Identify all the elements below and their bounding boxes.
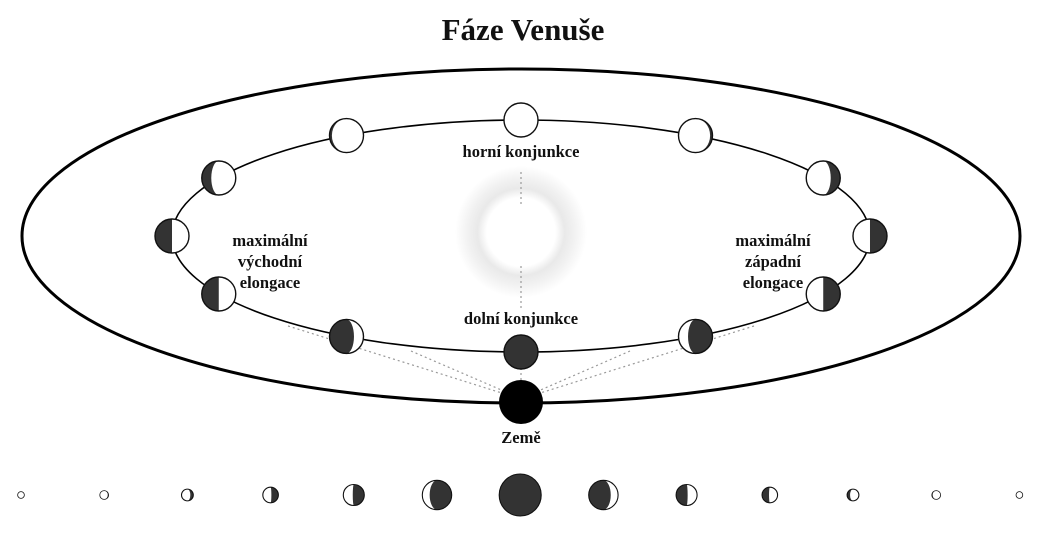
venus-orbit-2	[677, 117, 714, 154]
apparent-phase-8	[588, 479, 619, 511]
apparent-phase-12	[931, 490, 942, 500]
apparent-phase-5	[342, 483, 365, 507]
venus-east-elongation	[201, 276, 237, 312]
apparent-phases-row	[17, 473, 1024, 517]
sight-lines	[287, 172, 755, 395]
label-east-elongation-line-2: východní	[238, 252, 303, 271]
sight-line-west-elongation	[536, 325, 755, 395]
venus-lower-conjunction	[503, 334, 539, 370]
venus-orbit-10	[154, 218, 190, 254]
apparent-phase-9	[675, 483, 698, 507]
diagram-title: Fáze Venuše	[442, 12, 605, 47]
earth	[499, 380, 543, 424]
sight-line-orbit-8	[410, 350, 507, 393]
label-west-elongation-line-2: západní	[745, 252, 801, 271]
apparent-phase-1	[17, 491, 25, 499]
apparent-phase-2	[99, 490, 110, 500]
venus-orbit-4	[852, 218, 888, 254]
label-east-elongation-line-1: maximální	[232, 231, 308, 250]
label-west-elongation-line-1: maximální	[735, 231, 811, 250]
sight-line-orbit-6	[535, 350, 631, 393]
apparent-phase-3	[180, 488, 194, 502]
venus-orbit-11	[201, 160, 237, 196]
apparent-phase-6	[421, 479, 453, 511]
orbit-phases	[154, 102, 888, 370]
venus-west-elongation	[805, 276, 841, 312]
venus-upper-conjunction	[503, 102, 539, 138]
label-west-elongation: maximální západní elongace	[735, 231, 811, 292]
label-east-elongation-line-3: elongace	[240, 273, 300, 292]
venus-orbit-6	[677, 318, 714, 355]
apparent-phase-11	[846, 488, 860, 502]
sun	[455, 166, 587, 298]
label-east-elongation: maximální východní elongace	[232, 231, 308, 292]
label-upper-conjunction: horní konjunkce	[463, 142, 580, 161]
venus-orbit-3	[805, 160, 841, 196]
label-earth: Země	[501, 428, 540, 447]
apparent-phase-7	[498, 473, 542, 517]
apparent-phase-10	[761, 486, 779, 504]
venus-orbit-12	[328, 117, 365, 154]
venus-orbit-8	[328, 318, 365, 355]
apparent-phase-13	[1015, 491, 1024, 499]
label-west-elongation-line-3: elongace	[743, 273, 803, 292]
label-lower-conjunction: dolní konjunkce	[464, 309, 578, 328]
apparent-phase-4	[262, 486, 279, 504]
sight-line-east-elongation	[287, 325, 506, 395]
